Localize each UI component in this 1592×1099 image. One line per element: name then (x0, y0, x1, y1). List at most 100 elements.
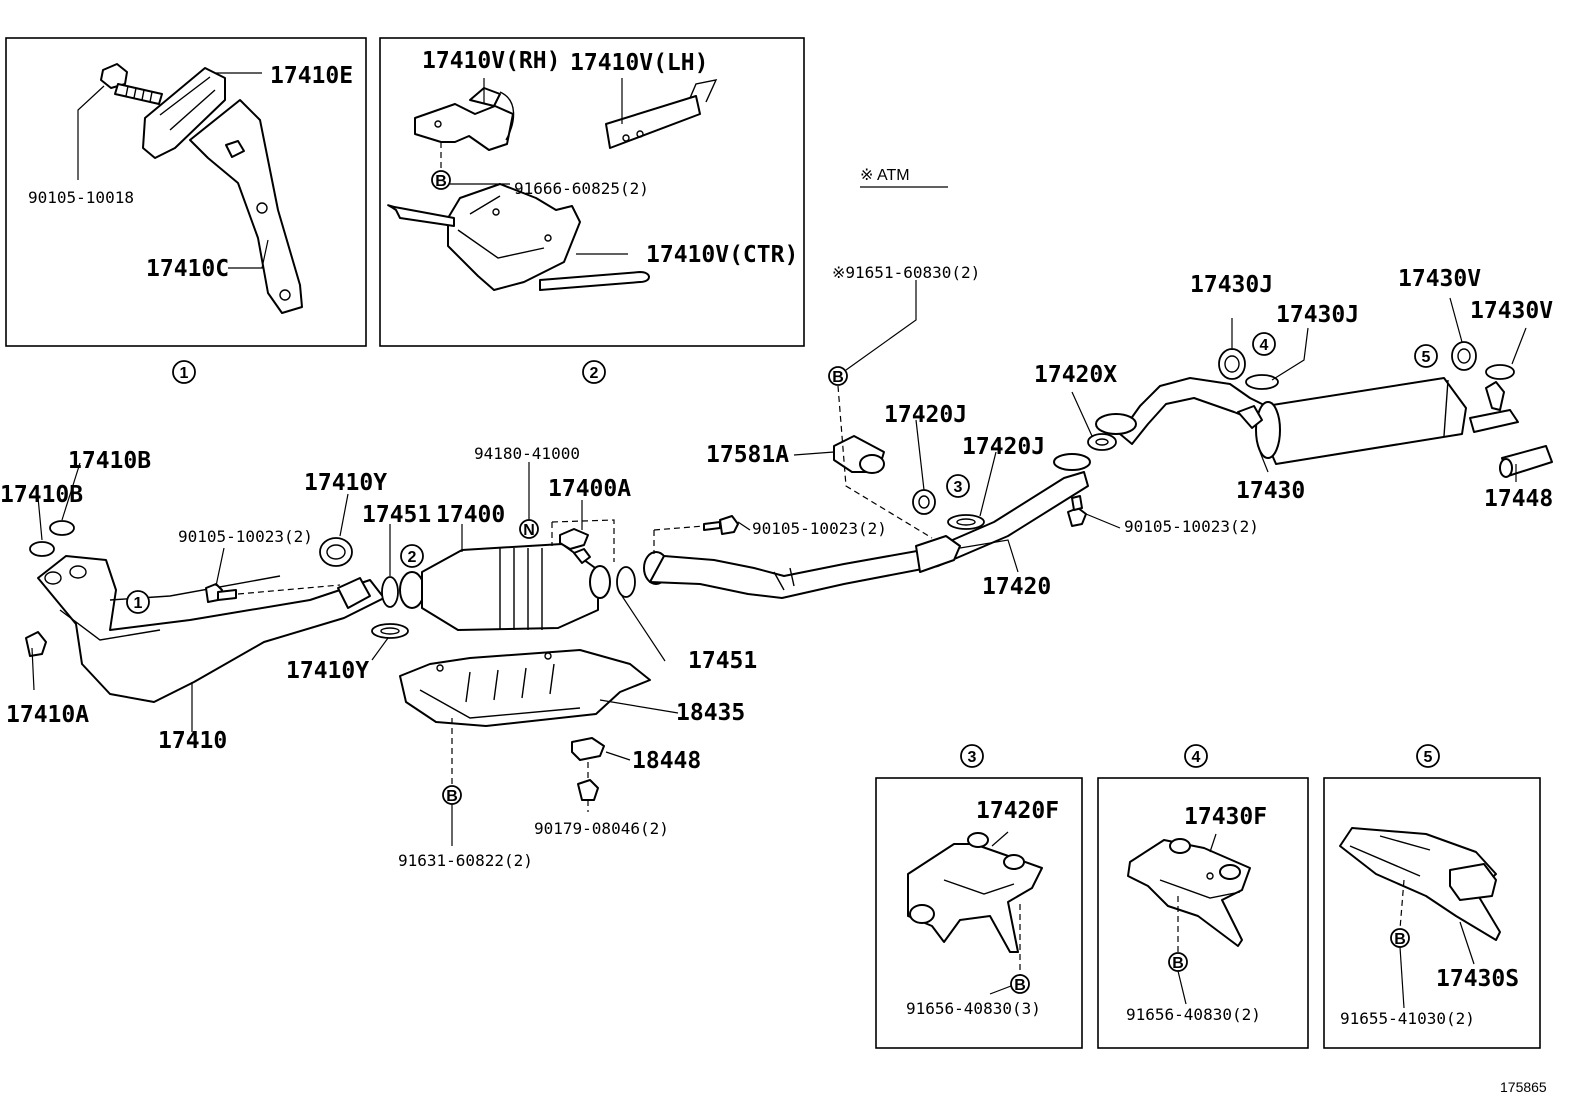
fastener-b-box3: B (1010, 974, 1030, 994)
bolt-90179-08046 (577, 779, 599, 801)
detail-box-1 (5, 37, 367, 347)
bolt-90105-10018 (100, 63, 163, 105)
bolt-90105-10023-b (703, 515, 739, 535)
detail-box-5: B (1323, 777, 1541, 1049)
fastener-b-box2: B (431, 170, 451, 190)
callout-2-box: 2 (590, 365, 599, 382)
label-17430S: 17430S (1436, 966, 1519, 992)
label-18435: 18435 (676, 700, 745, 726)
label-90105-10023-b: 90105-10023(2) (752, 519, 887, 538)
fastener-b-18435: B (442, 785, 462, 805)
tail-pipe-finisher-17448 (1499, 445, 1553, 478)
bolt-90105-10023-c (1067, 495, 1087, 527)
label-17448: 17448 (1484, 486, 1553, 512)
gasket-17410Y-a (319, 537, 353, 567)
label-90105-10018: 90105-10018 (28, 188, 134, 207)
ring-17430V-a (1451, 341, 1477, 371)
ring-17430J-a (1218, 348, 1246, 380)
label-17430: 17430 (1236, 478, 1305, 504)
ring-17430V-b (1485, 364, 1515, 380)
label-18448: 18448 (632, 748, 701, 774)
label-91631-60822: 91631-60822(2) (398, 851, 533, 870)
svg-text:B: B (1172, 955, 1184, 972)
callout-5-main: 5 (1422, 349, 1431, 366)
label-17410B-b: 17410B (0, 482, 83, 508)
label-17410V-CTR: 17410V(CTR) (646, 242, 798, 268)
gasket-17420J-a (912, 489, 936, 515)
fastener-b-91651: B (828, 366, 848, 386)
label-90105-10023-c: 90105-10023(2) (1124, 517, 1259, 536)
detail-box-3: B (875, 777, 1083, 1049)
bracket-17430S (1339, 827, 1501, 941)
callout-1-main: 1 (134, 595, 143, 612)
label-17430J-a: 17430J (1190, 272, 1273, 298)
label-17400A: 17400A (548, 476, 631, 502)
label-17430J-b: 17430J (1276, 302, 1359, 328)
label-91656-40830-2: 91656-40830(2) (1126, 1005, 1261, 1024)
gasket-17451-b (616, 566, 636, 598)
callout-3-box: 3 (968, 749, 977, 766)
bolt-90105-10023-a (205, 583, 237, 603)
label-17420: 17420 (982, 574, 1051, 600)
fastener-b-box4: B (1168, 952, 1188, 972)
part-labels: 17410E 90105-10018 17410C 17410V(RH) 174… (0, 48, 1553, 1028)
label-17420J-b: 17420J (962, 434, 1045, 460)
callout-4-main: 4 (1260, 337, 1269, 354)
label-17430F: 17430F (1184, 804, 1267, 830)
label-17420F: 17420F (976, 798, 1059, 824)
stay-17410C (189, 99, 303, 314)
gasket-17410B-b (49, 520, 75, 536)
figure-number: 175865 (1500, 1079, 1547, 1095)
label-17410Y-a: 17410Y (304, 470, 387, 496)
callout-3-main: 3 (954, 479, 963, 496)
label-17410C: 17410C (146, 256, 229, 282)
nut-17410A (25, 631, 47, 657)
tail-pipe-17430 (1095, 377, 1519, 465)
label-91651-60830: ※91651-60830(2) (832, 263, 980, 282)
svg-text:B: B (446, 788, 458, 805)
label-91655-41030: 91655-41030(2) (1340, 1009, 1475, 1028)
label-17430V-b: 17430V (1470, 298, 1553, 324)
label-17410E: 17410E (270, 63, 353, 89)
label-17430V-a: 17430V (1398, 266, 1481, 292)
fastener-b-mark: B (435, 173, 447, 190)
detail-box-4: B (1097, 777, 1309, 1049)
label-17410A: 17410A (6, 702, 89, 728)
gasket-17410Y-b (371, 623, 409, 639)
label-17410V-RH: 17410V(RH) (422, 48, 560, 74)
gasket-17420J-b (947, 514, 985, 530)
label-17410: 17410 (158, 728, 227, 754)
label-90179-08046: 90179-08046(2) (534, 819, 669, 838)
heat-insulator-18435 (399, 649, 651, 727)
label-17451-a: 17451 (362, 502, 431, 528)
label-17400: 17400 (436, 502, 505, 528)
gasket-17451-a (381, 576, 399, 608)
sensor-17581A (833, 435, 885, 474)
detail-box-2: B (379, 37, 805, 347)
label-17420J-a: 17420J (884, 402, 967, 428)
label-90105-10023-a: 90105-10023(2) (178, 527, 313, 546)
bracket-17410V-LH (605, 79, 718, 149)
callout-4-box: 4 (1192, 749, 1201, 766)
label-17420X: 17420X (1034, 362, 1117, 388)
atm-note: ※ ATM (860, 167, 910, 184)
label-17581A: 17581A (706, 442, 789, 468)
bracket-17400A (559, 528, 591, 564)
label-91666-60825: 91666-60825(2) (514, 179, 649, 198)
nut-94180-41000: N (519, 519, 539, 539)
svg-text:B: B (1014, 977, 1026, 994)
bracket-18448 (571, 737, 605, 761)
label-17410B-a: 17410B (68, 448, 151, 474)
callout-circles: 1 2 1 2 3 4 5 3 4 5 (126, 332, 1440, 768)
callout-5-box: 5 (1424, 749, 1433, 766)
svg-text:B: B (832, 369, 844, 386)
callout-2-main: 2 (408, 549, 417, 566)
bracket-17420F (907, 832, 1043, 953)
label-91656-40830-3: 91656-40830(3) (906, 999, 1041, 1018)
front-pipe-17420 (643, 453, 1091, 599)
callout-1-box: 1 (180, 365, 189, 382)
bracket-17410V-CTR (387, 183, 650, 291)
label-17410V-LH: 17410V(LH) (570, 50, 708, 76)
gasket-17420X (1087, 433, 1117, 451)
